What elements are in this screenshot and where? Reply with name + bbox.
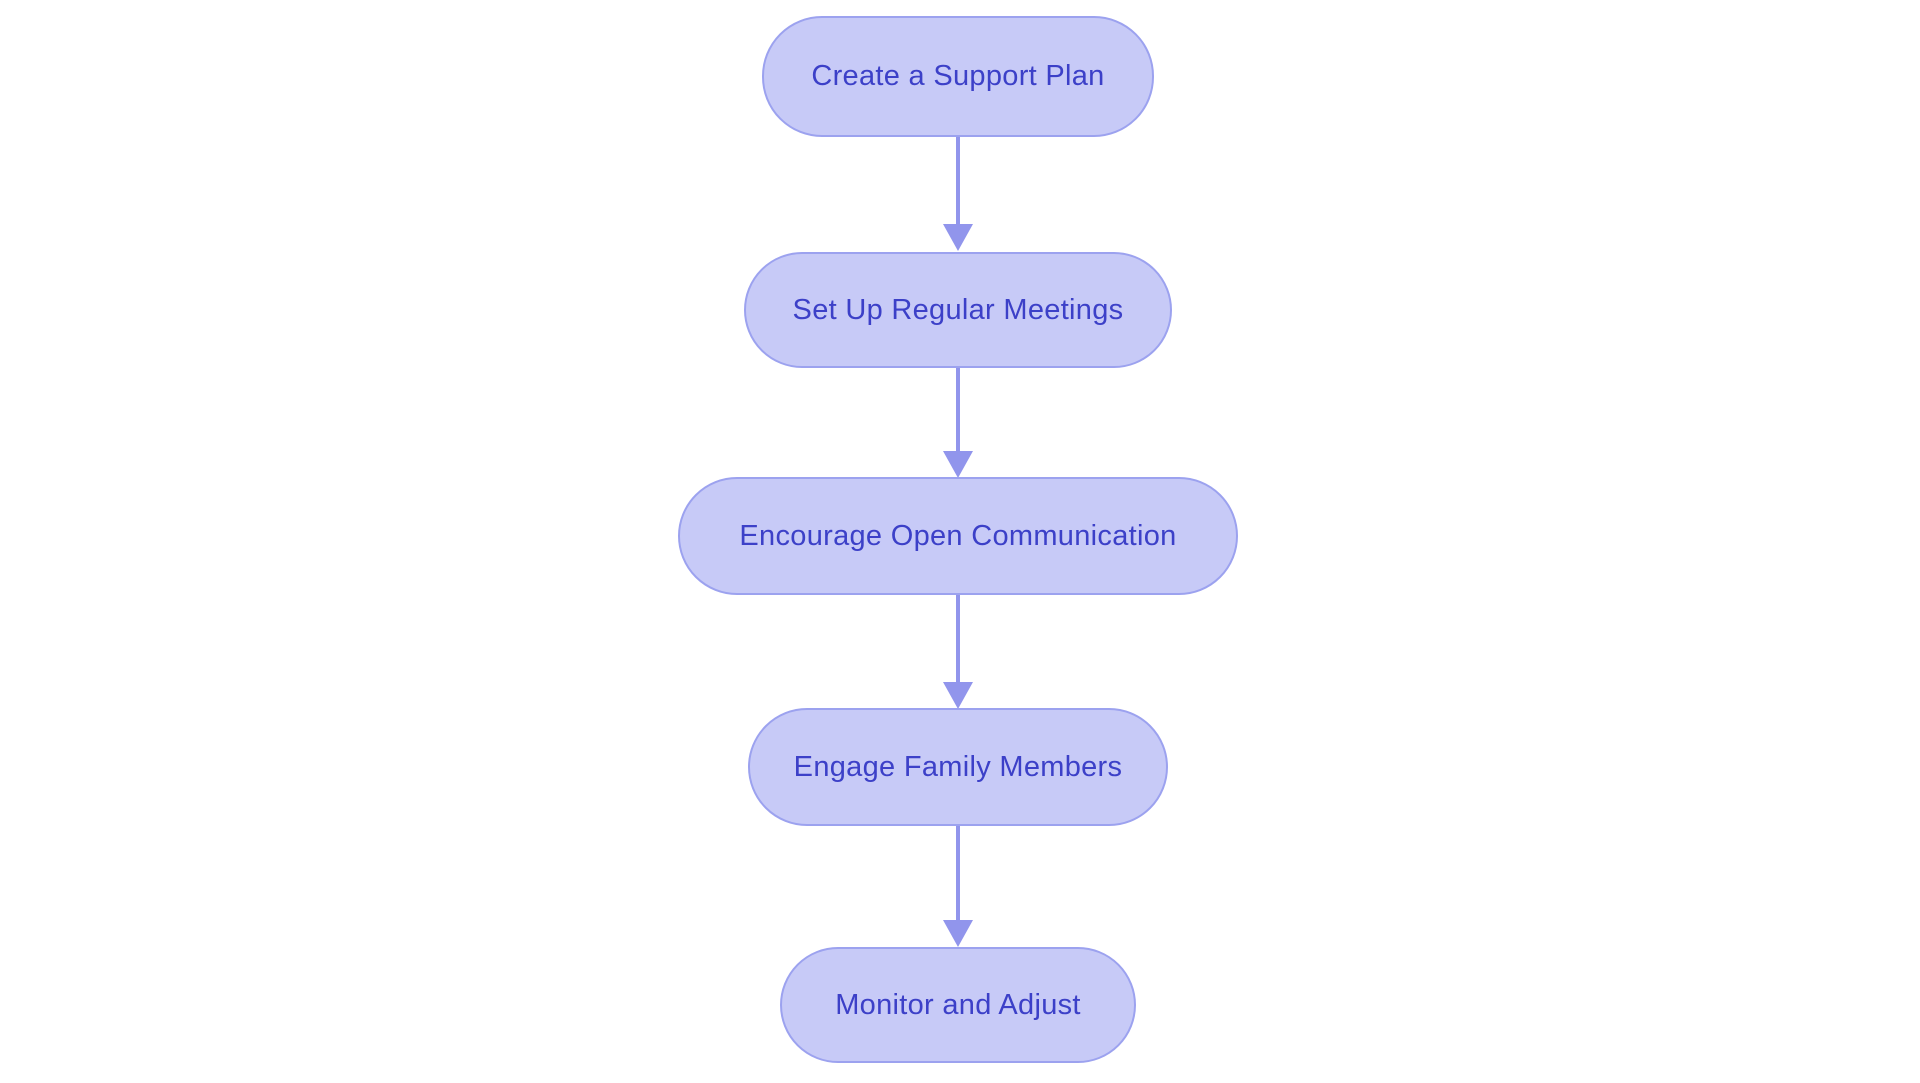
arrow-line <box>956 826 960 920</box>
arrow-down-icon <box>943 451 973 478</box>
flow-node-create-a-support-plan: Create a Support Plan <box>762 16 1154 137</box>
node-label: Set Up Regular Meetings <box>792 293 1124 326</box>
arrow-line <box>956 137 960 224</box>
flow-arrow-1 <box>943 137 973 251</box>
arrow-down-icon <box>943 920 973 947</box>
flow-arrow-2 <box>943 368 973 478</box>
node-label: Encourage Open Communication <box>739 519 1177 552</box>
flow-arrow-4 <box>943 826 973 947</box>
arrow-line <box>956 368 960 451</box>
node-label: Monitor and Adjust <box>835 988 1081 1021</box>
flow-arrow-3 <box>943 595 973 709</box>
arrow-down-icon <box>943 224 973 251</box>
flow-node-monitor-and-adjust: Monitor and Adjust <box>780 947 1136 1063</box>
flow-node-encourage-open-communication: Encourage Open Communication <box>678 477 1238 595</box>
arrow-down-icon <box>943 682 973 709</box>
node-label: Engage Family Members <box>793 750 1123 783</box>
flow-node-set-up-regular-meetings: Set Up Regular Meetings <box>744 252 1172 368</box>
flow-node-engage-family-members: Engage Family Members <box>748 708 1168 826</box>
node-label: Create a Support Plan <box>811 60 1105 92</box>
arrow-line <box>956 595 960 682</box>
